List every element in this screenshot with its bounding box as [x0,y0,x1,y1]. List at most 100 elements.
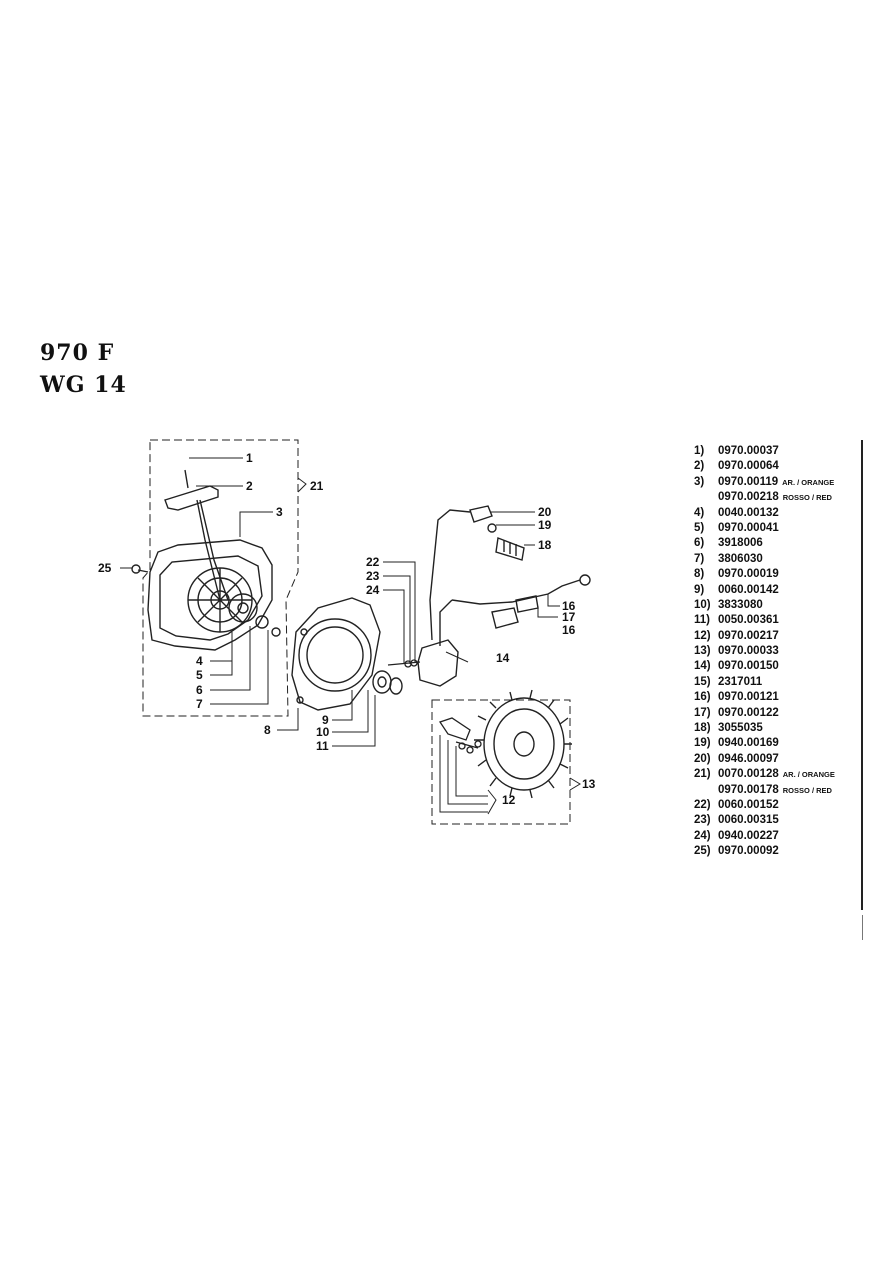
part-number: 8) [694,568,705,581]
part-code: 0050.00361 [718,614,779,627]
part-number: 6) [694,537,705,550]
part-row: 7) 3806030 [694,552,884,567]
part-number: 22) [694,798,711,811]
part-number: 11) [694,614,710,627]
part-number: 1) [694,445,705,457]
callout-21: 21 [310,479,324,493]
callout-14: 14 [496,651,510,665]
part-code: 0970.00041 [718,521,779,534]
part-note: AR. / ORANGE [782,477,835,487]
part-number: 13) [694,645,711,658]
part-code: 2317011 [718,675,763,688]
callout-22: 22 [366,555,380,569]
part-code: 3833080 [718,598,763,611]
flywheel-assembly-frame [431,699,571,825]
part-number: 15) [694,675,711,688]
part-code: 0040.00132 [718,506,779,519]
part-number: 3) [694,475,705,488]
callout-11: 11 [316,739,329,753]
part-row: 5) 0970.00041 [694,521,884,536]
callout-9: 9 [322,713,329,727]
part-number: 9) [694,583,705,596]
callout-13: 13 [582,777,596,791]
part-row: 14) 0970.00150 [694,659,884,674]
callout-4: 4 [196,654,203,668]
part-code: 0060.00315 [718,814,779,827]
part-row: 6) 3918006 [694,536,884,551]
part-code: 0060.00142 [718,583,779,596]
part-code: 0970.00064 [718,460,779,473]
part-code: 0970.00037 [718,445,779,457]
part-number: 20) [694,752,711,765]
starter-housing-drawing [131,539,281,651]
part-note: ROSSO / RED [782,493,832,503]
part-row: 20) 0946.00097 [694,752,884,767]
part-row: 19)0940.00169 [694,736,884,751]
part-row: 12)0970.00217 [694,629,884,644]
part-code: 0940.00169 [718,737,779,750]
binding-edge-line-lower [862,915,863,940]
starter-handle-drawing [164,469,229,601]
part-row: 9) 0060.00142 [694,583,884,598]
part-number: 5) [694,521,705,534]
part-row: 23) 0060.00315 [694,813,884,828]
part-code: 0970.00033 [718,645,779,658]
callout-2: 2 [246,479,253,493]
part-row: 13) 0970.00033 [694,644,884,659]
part-row: 11) 0050.00361 [694,613,884,628]
callout-25: 25 [98,561,112,575]
callout-1: 1 [246,451,253,465]
model-subcode: WG 14 [40,372,127,398]
part-row: 15) 2317011 [694,675,884,690]
part-number: 25) [694,845,711,858]
callout-24: 24 [366,583,380,597]
callout-20: 20 [538,505,552,519]
part-number: 24) [694,829,711,842]
part-number: 16) [694,691,711,704]
part-code: 0970.00092 [718,845,779,858]
callout-5: 5 [196,668,203,682]
callout-19: 19 [538,518,552,532]
part-code: 3055035 [718,722,763,735]
part-code: 0940.00227 [718,829,779,842]
model-code: 970 F [40,340,115,366]
part-code: 0970.00121 [718,691,779,704]
part-code: 0970.00019 [718,568,779,581]
spark-plug-drawing [469,505,525,561]
part-number: 7) [694,552,705,565]
part-note: ROSSO / RED [782,785,832,795]
callout-7: 7 [196,697,203,711]
binding-edge-line [861,440,863,910]
part-number: 23) [694,814,711,827]
part-code: 0970.00119 [718,475,779,488]
part-row: 25) 0970.00092 [694,844,884,859]
ignition-coil-drawing [417,509,591,687]
part-number: 10) [694,598,711,611]
part-number: 14) [694,660,711,673]
part-code: 0946.00097 [718,752,779,765]
part-number: 21) [694,768,711,781]
callout-6: 6 [196,683,203,697]
part-code: 0970.00150 [718,660,779,673]
part-row: 10) 3833080 [694,598,884,613]
part-code: 0060.00152 [718,798,779,811]
callout-10: 10 [316,725,330,739]
part-code: 3918006 [718,537,763,550]
part-code: 0970.00178 [718,783,779,796]
part-row: 22) 0060.00152 [694,798,884,813]
callout-16b: 16 [562,623,576,637]
part-row: 2)0970.00064 [694,459,884,474]
nut-washer-drawing [372,670,403,695]
fan-cover-drawing [291,597,381,711]
part-row: 8) 0970.00019 [694,567,884,582]
part-code: 3806030 [718,552,763,565]
callout-18: 18 [538,538,552,552]
part-code: 0970.00122 [718,706,779,719]
part-row: 4)0040.00132 [694,506,884,521]
